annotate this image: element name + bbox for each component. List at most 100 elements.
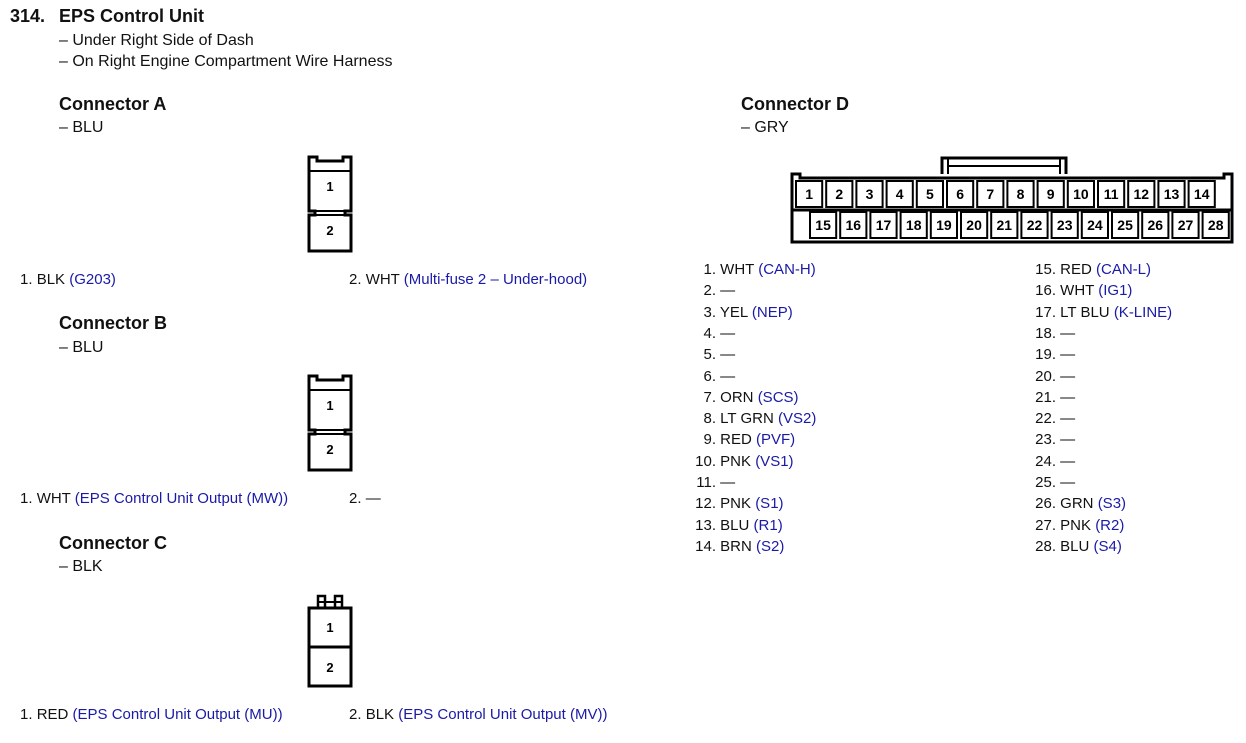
wire-color: —	[720, 324, 736, 342]
connector-d-cavity-label-22: 22	[1027, 217, 1043, 233]
pin-number: 23.	[1035, 431, 1056, 449]
connector-d-cavity-label-18: 18	[906, 217, 922, 233]
connector-d-cavity-28	[1201, 211, 1230, 239]
connector-d-cavity-12	[1127, 180, 1156, 208]
wire-color: BLU	[1060, 537, 1090, 555]
pin-number: 12.	[695, 495, 716, 513]
connector-d-pin-row: 5. —	[690, 346, 735, 363]
pin-number: 27.	[1035, 516, 1056, 534]
connector-d-cavity-label-14: 14	[1194, 186, 1210, 202]
connector-d-cavity-3	[855, 180, 884, 208]
connector-c-cavity-1: 1	[326, 620, 333, 635]
connector-d-cavity-24	[1080, 211, 1109, 239]
wire-color: —	[1060, 474, 1076, 491]
connector-d-cavity-16	[839, 211, 868, 239]
wire-color: GRN	[1060, 495, 1094, 513]
connector-a-pin-1: 1. BLK (G203)	[20, 271, 116, 288]
connector-d-pin-row: 27. PNK (R2)	[1030, 517, 1124, 534]
pin-number: 8.	[703, 410, 716, 428]
connector-b-diagram: 1 2	[307, 374, 353, 472]
wire-color: BRN	[720, 537, 752, 555]
pin-number: 19.	[1035, 346, 1056, 364]
pin-number: 21.	[1035, 388, 1056, 406]
connector-d-cavity-7	[976, 180, 1005, 208]
pin-number: 16.	[1035, 282, 1056, 300]
connector-d-cavity-label-10: 10	[1073, 186, 1089, 202]
connector-d-pin-row: 4. —	[690, 325, 735, 342]
pin-number: 7.	[703, 388, 716, 406]
connector-d-cavity-20	[960, 211, 989, 239]
connector-b-cavity-1: 1	[326, 398, 333, 413]
wire-color: WHT	[720, 261, 755, 278]
wire-color: —	[720, 474, 736, 491]
wire-color: —	[1060, 346, 1076, 364]
wire-color: PNK	[1060, 516, 1092, 534]
connector-b-cavity-2: 2	[326, 442, 333, 457]
page-number: 314.	[10, 6, 46, 26]
wire-color: —	[720, 282, 736, 300]
circuit-name: (S3)	[1097, 495, 1127, 513]
pin-number: 28.	[1035, 537, 1056, 555]
pin-number: 24.	[1035, 452, 1056, 470]
wire-color: ORN	[720, 388, 754, 406]
pin-number: 3.	[703, 303, 716, 321]
wire-color: RED	[1060, 261, 1092, 278]
connector-d-cavity-26	[1141, 211, 1170, 239]
connector-d-pin-row: 20. —	[1030, 368, 1075, 385]
pin-number: 4.	[703, 324, 716, 342]
connector-d-cavity-1	[795, 180, 824, 208]
pin-number: 14.	[695, 537, 716, 555]
wire-color: —	[1060, 324, 1076, 342]
connector-d-pin-row: 16. WHT (IG1)	[1030, 282, 1132, 299]
connector-b-pin-2: 2. —	[349, 490, 381, 507]
pin-number: 17.	[1035, 303, 1056, 321]
pin-number: 25.	[1035, 474, 1056, 491]
connector-d-pin-row: 8. LT GRN (VS2)	[690, 410, 816, 427]
pin-number: 18.	[1035, 324, 1056, 342]
connector-d-pin-row: 6. —	[690, 368, 735, 385]
connector-d-cavity-label-21: 21	[997, 217, 1013, 233]
connector-d-pin-row: 23. —	[1030, 431, 1075, 448]
connector-d-cavity-label-9: 9	[1047, 186, 1055, 202]
pin-number: 22.	[1035, 410, 1056, 428]
connector-d-cavity-label-15: 15	[815, 217, 831, 233]
page-title: EPS Control Unit	[59, 6, 204, 26]
connector-d-title: Connector D	[741, 94, 849, 114]
connector-d-pin-row: 18. —	[1030, 325, 1075, 342]
circuit-name: (R1)	[753, 516, 783, 534]
connector-d-cavity-label-26: 26	[1148, 217, 1164, 233]
connector-c-pin-1: 1. RED (EPS Control Unit Output (MU))	[20, 706, 283, 723]
wire-color: LT BLU	[1060, 303, 1110, 321]
connector-d-cavity-label-8: 8	[1017, 186, 1025, 202]
circuit-name: (S2)	[756, 537, 785, 555]
circuit-name: (CAN-L)	[1096, 261, 1152, 278]
connector-d-cavity-6	[946, 180, 975, 208]
connector-d-cavity-5	[915, 180, 945, 208]
pin-number: 20.	[1035, 367, 1056, 385]
connector-b-color: – BLU	[59, 339, 104, 356]
connector-d-pin-row: 21. —	[1030, 389, 1075, 406]
connector-d-cavity-10	[1066, 180, 1095, 208]
wire-color: PNK	[720, 495, 752, 513]
connector-d-cavity-label-1: 1	[805, 186, 813, 202]
connector-d-cavity-label-27: 27	[1178, 217, 1194, 233]
wire-color: BLU	[720, 516, 750, 534]
connector-d-cavity-label-20: 20	[966, 217, 982, 233]
connector-d-cavity-label-16: 16	[846, 217, 862, 233]
wire-color: RED	[720, 431, 752, 449]
connector-b-title: Connector B	[59, 313, 167, 333]
connector-d-cavity-15	[809, 211, 838, 239]
connector-d-pin-row: 13. BLU (R1)	[690, 517, 783, 534]
circuit-name: (NEP)	[751, 303, 793, 321]
connector-d-cavity-label-6: 6	[956, 186, 964, 202]
connector-d-pin-row: 28. BLU (S4)	[1030, 538, 1122, 555]
circuit-name: (S1)	[755, 495, 784, 513]
pin-number: 10.	[695, 452, 716, 470]
connector-d-cavity-8	[1006, 180, 1035, 208]
connector-d-cavity-25	[1111, 211, 1140, 239]
connector-a-pin-2: 2. WHT (Multi-fuse 2 – Under-hood)	[349, 271, 588, 288]
connector-d-pin-row: 19. —	[1030, 346, 1075, 363]
circuit-name: (SCS)	[757, 388, 799, 406]
connector-d-cavity-label-5: 5	[926, 186, 934, 202]
connector-d-cavity-17	[869, 211, 898, 239]
